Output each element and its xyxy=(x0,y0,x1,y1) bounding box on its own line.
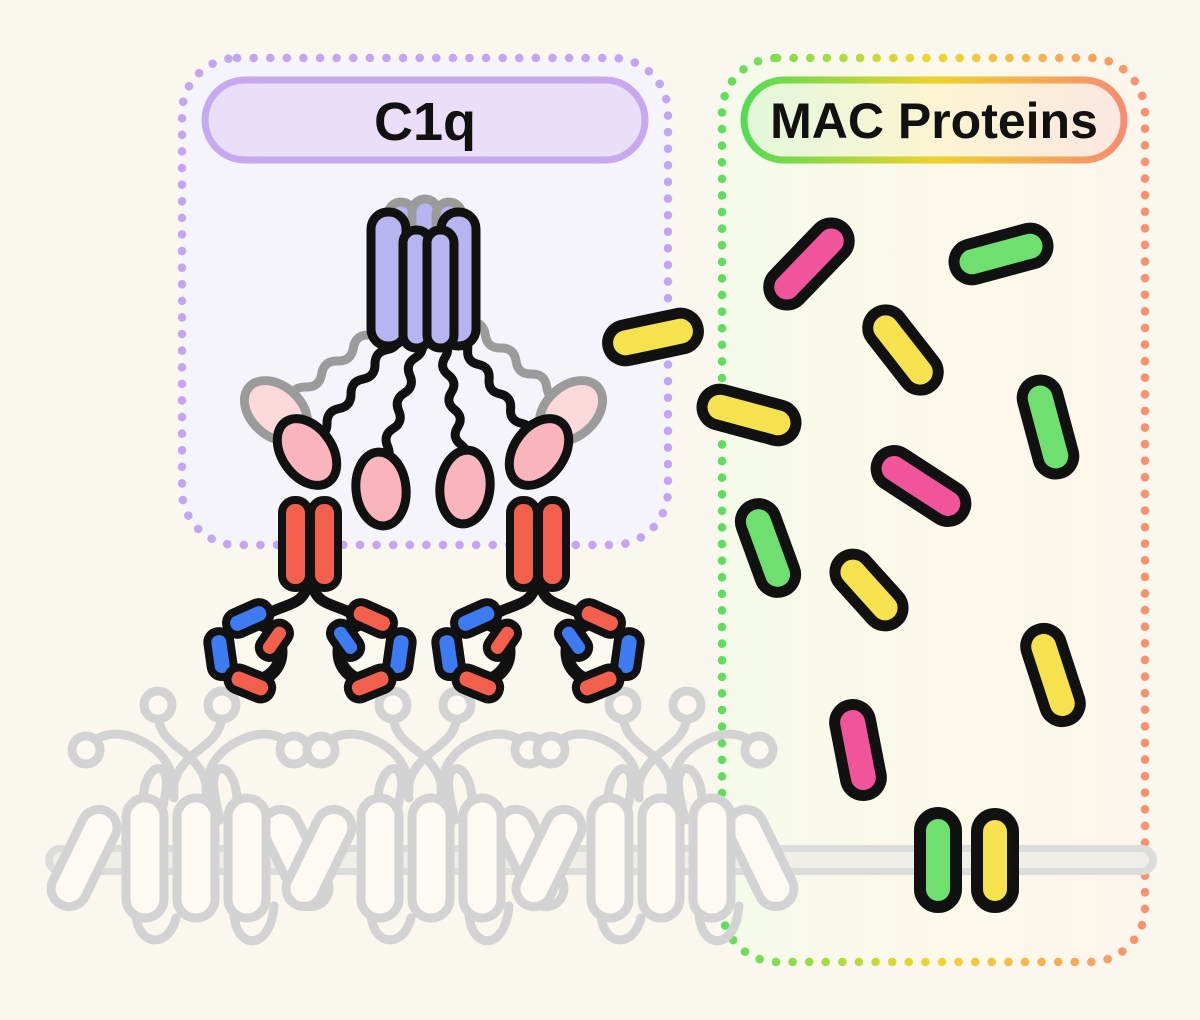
c1q-label: C1q xyxy=(374,92,476,152)
mac-rod xyxy=(829,699,887,801)
mac-rod xyxy=(1016,374,1080,480)
mac-rod xyxy=(948,222,1054,286)
c1q-panel-dotted-border xyxy=(177,53,673,550)
c1q-molecule xyxy=(239,194,608,531)
collagen-strand xyxy=(377,335,427,469)
globular-head xyxy=(504,414,574,490)
c1q-label-pill: C1q xyxy=(201,76,649,164)
mac-panel-dotted-border xyxy=(717,53,1150,967)
collagen-strand xyxy=(437,335,472,467)
c1q-stalk xyxy=(422,225,459,353)
globular-head xyxy=(435,445,495,529)
mac-rod xyxy=(602,307,704,367)
globular-head xyxy=(272,414,342,490)
mac-rod xyxy=(870,445,972,527)
mac-rods xyxy=(602,217,1086,801)
collagen-strand-back xyxy=(465,317,567,405)
collagen-strand xyxy=(452,330,537,443)
mac-rod xyxy=(734,498,802,598)
mac-rod xyxy=(862,304,944,396)
mac-membrane-subunit xyxy=(914,807,962,913)
mac-rod xyxy=(696,383,802,447)
mac-membrane-subunits xyxy=(914,807,1019,913)
mac-label-pill: MAC Proteins xyxy=(740,76,1128,164)
mac-rod xyxy=(1020,622,1086,728)
mac-rod xyxy=(829,548,909,632)
mac-label: MAC Proteins xyxy=(770,93,1098,149)
mac-membrane-subunit xyxy=(971,808,1019,913)
mac-rod xyxy=(763,217,855,311)
globular-head xyxy=(351,447,411,531)
